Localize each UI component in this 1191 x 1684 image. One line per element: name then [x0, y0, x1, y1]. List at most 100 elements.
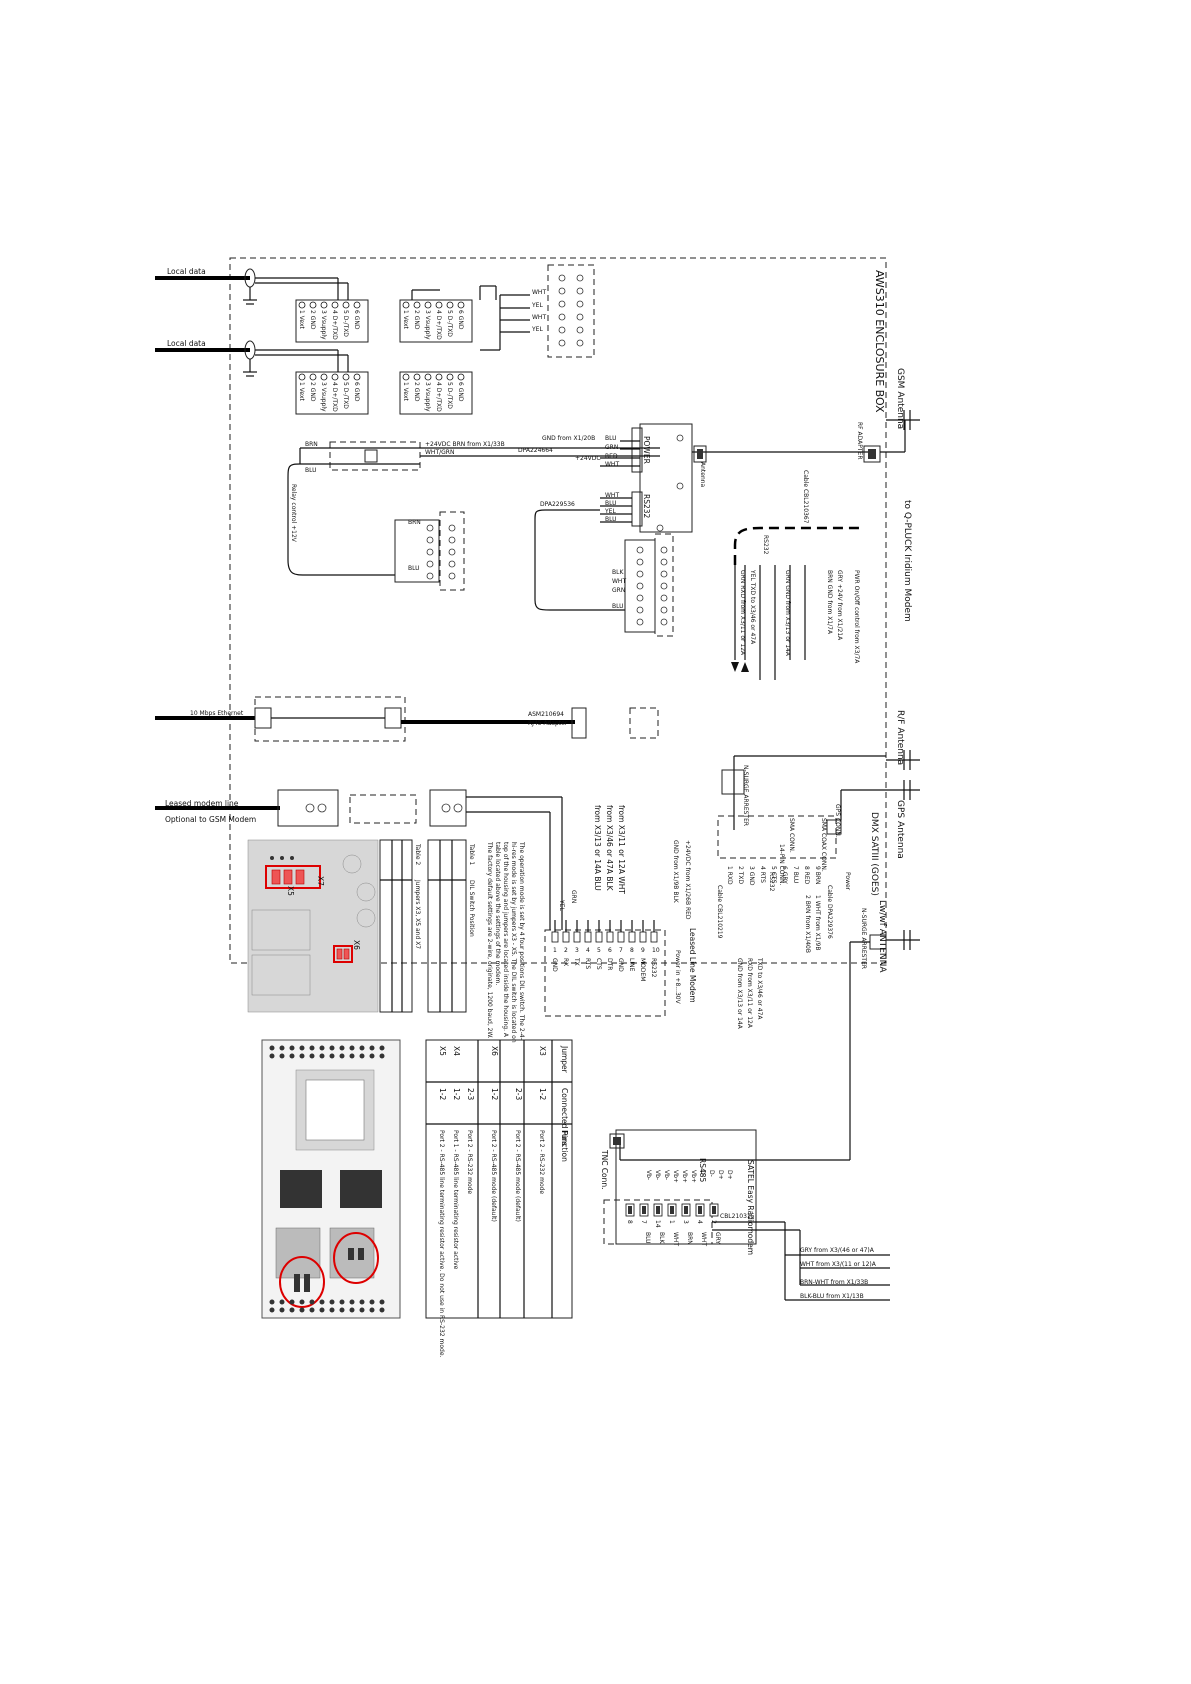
pcb-pin — [299, 1053, 305, 1059]
connector-pin — [558, 339, 566, 347]
gps-wire-label: 2 TXD — [737, 866, 744, 885]
leased-line-2: Optional to GSM Modem — [165, 815, 256, 824]
table2-sub: Jumpers X3, X5 and X7 — [414, 879, 421, 949]
satel-terminal-core — [670, 1206, 674, 1214]
terminal-screw — [331, 301, 339, 309]
table2-title: Table 2 — [414, 843, 421, 865]
local-data-connector-pins — [558, 274, 584, 347]
pcb-pin — [339, 1053, 345, 1059]
satel-terminal-core — [656, 1206, 660, 1214]
terminal-screw — [435, 373, 443, 381]
satel-terminal-core — [628, 1206, 632, 1214]
terminal-pin-label: 2 GND — [309, 382, 316, 402]
terminal-screw — [402, 373, 410, 381]
rf-adapter-label: RF ADAPTER — [856, 422, 863, 460]
relay-blu-2: BLU — [408, 565, 420, 572]
pcb-pin — [279, 1045, 285, 1051]
satel-line-1: GRY from X3/(46 or 47)A — [800, 1247, 875, 1254]
modem-24v: +24VDC from X1/26B RED — [684, 840, 691, 920]
terminal-pin-label: 6 GND — [457, 382, 464, 402]
modem-grn: GRN — [570, 890, 577, 903]
small-tables — [379, 839, 467, 1013]
jumper-function: Port 2 - RS-232 mode — [466, 1130, 473, 1194]
jumper-id: X6 — [490, 1046, 499, 1056]
terminal-pin-label: 4 D+/TXD — [435, 382, 442, 412]
terminal-pin-label: 4 D+/TXD — [435, 310, 442, 340]
terminal-pin-label: 5 D-/TXD — [342, 310, 349, 337]
terminal-screw — [457, 373, 465, 381]
pcb-pin — [369, 1299, 375, 1305]
modem-pin-number: 3 — [575, 947, 579, 954]
gps-cable-2: Cable CBL210219 — [716, 885, 723, 939]
pcb-pin — [269, 1053, 275, 1059]
terminal-screw — [413, 373, 421, 381]
pcb-pin — [279, 1307, 285, 1313]
pcb-pin — [269, 1307, 275, 1313]
terminal-screw — [342, 301, 350, 309]
pcb-description-line: The factory default settings are 2-wire,… — [486, 841, 493, 1039]
pcb-pin — [329, 1299, 335, 1305]
terminal-pin-label: 5 D-/TXD — [446, 310, 453, 337]
satel-terminal-core — [642, 1206, 646, 1214]
connector-pin — [660, 570, 668, 578]
connector-pin — [660, 594, 668, 602]
pcb-pin — [319, 1045, 325, 1051]
terminal-pin-label: 3 Vsupply — [424, 382, 431, 412]
gps-wire-label: 8 RED — [803, 866, 810, 885]
modem-pin-name: RX — [562, 958, 569, 966]
connector-pin — [576, 313, 584, 321]
satel-pin-number: 3 — [682, 1220, 689, 1224]
pcb-pin — [379, 1299, 385, 1305]
terminal-pin-label: 1 Vext — [298, 382, 305, 402]
satel-pin-label: Vb+ — [681, 1170, 688, 1183]
gnd-label: GND from X1/20B — [542, 435, 595, 442]
power-24v: +24VDC — [575, 455, 601, 462]
pcb-pin — [309, 1307, 315, 1313]
pcb-pin — [349, 1045, 355, 1051]
satel-pin-label: Vb- — [663, 1170, 670, 1180]
terminal-pin-label: 3 Vsupply — [320, 382, 327, 412]
rs232-blu: BLU — [605, 500, 617, 507]
gps-wire-label: 1 RXD — [726, 866, 733, 885]
pcb-pin — [329, 1053, 335, 1059]
pcb-pin — [319, 1299, 325, 1305]
relay-wht-label: WHT/GRN — [425, 449, 454, 456]
gps-sma-coax: SMA COAX CONN. — [820, 818, 827, 872]
connector-pin — [558, 326, 566, 334]
pcb-pin — [349, 1053, 355, 1059]
pcb-pin — [279, 1299, 285, 1305]
terminal-pin-label: 6 GND — [353, 310, 360, 330]
gps-wire-label: 5 CTS — [770, 866, 777, 884]
connector-pin — [426, 524, 434, 532]
connector-pin — [426, 572, 434, 580]
rf-antenna-label: R/F Antenna — [895, 710, 905, 765]
local-data-label-1: Local data — [167, 267, 206, 276]
connector-pin — [448, 524, 456, 532]
satel-terminal-core — [684, 1206, 688, 1214]
satel-pin-number: 2 — [710, 1220, 717, 1224]
connector-pin — [660, 558, 668, 566]
terminal-pin-label: 2 GND — [413, 310, 420, 330]
connector-pin — [576, 274, 584, 282]
modem-pin-name: MODEM — [639, 958, 646, 982]
pcb-pin — [309, 1299, 315, 1305]
modem-pin-number: 5 — [597, 947, 601, 954]
jumper-id: X5 — [438, 1046, 447, 1056]
gps-wire-label: 6 GRY — [781, 866, 788, 884]
modem-pin-name: LINE — [628, 958, 635, 972]
pcb-pin — [289, 1299, 295, 1305]
terminal-screw — [446, 373, 454, 381]
pcb-pin — [319, 1053, 325, 1059]
relay-brn: BRN — [305, 441, 318, 448]
pcb-pin — [339, 1307, 345, 1313]
modem-pin-name: GND — [617, 958, 624, 972]
terminal-pin-label: 2 GND — [309, 310, 316, 330]
jumper-function: Port 2 - RS-485 mode (default) — [514, 1130, 521, 1222]
connector-pin — [636, 606, 644, 614]
satel-line-4: BLK-BLU from X1/13B — [800, 1293, 864, 1300]
satel-pin-label: Vb- — [654, 1170, 661, 1180]
connector-pin — [576, 326, 584, 334]
jumper-header: Connected Pins — [560, 1088, 569, 1146]
jumper-function: Port 2 - RS-485 line terminating resisto… — [438, 1130, 445, 1358]
